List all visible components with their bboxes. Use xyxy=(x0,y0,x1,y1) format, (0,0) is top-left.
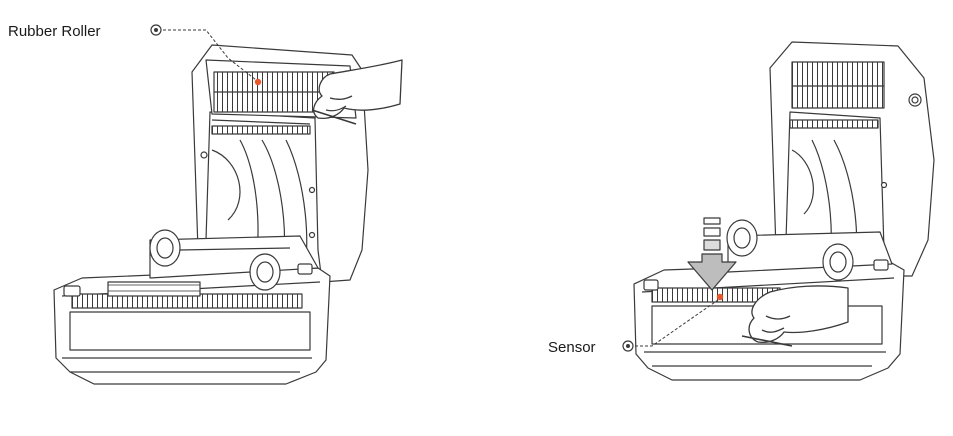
sensor-label: Sensor xyxy=(548,339,596,356)
sensor-callout xyxy=(622,299,719,352)
sensor-highlight xyxy=(716,293,724,301)
left-roller-highlight xyxy=(254,78,262,86)
down-arrow-icon xyxy=(687,217,737,291)
left-hand-icon xyxy=(311,59,403,125)
rubber-roller-callout xyxy=(150,24,257,81)
right-hand-icon xyxy=(741,285,849,347)
rubber-roller-label: Rubber Roller xyxy=(8,23,101,40)
left-printer xyxy=(53,44,369,385)
